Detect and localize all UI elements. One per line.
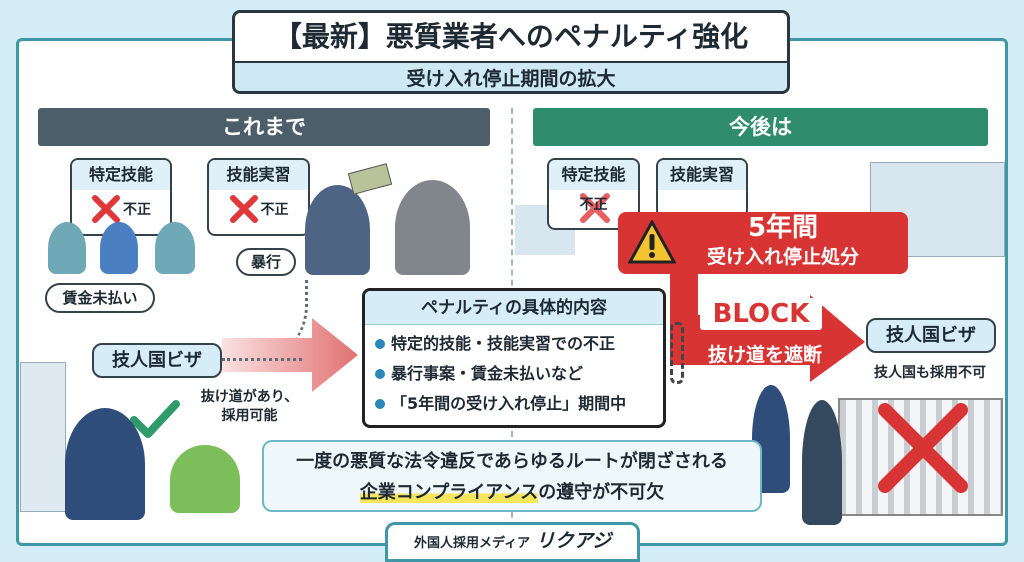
before-card-technical-intern: 技能実習 不正 (207, 158, 310, 236)
highlight-text: 企業コンプライアンス (359, 482, 539, 503)
bullet-icon (375, 339, 385, 349)
card-title: 技能実習 (658, 160, 746, 190)
recruiter-illustration (65, 408, 145, 520)
after-visa-bubble: 技人国ビザ (866, 318, 996, 353)
after-card-technical-intern: 技能実習 (656, 158, 748, 218)
key-message-box: 一度の悪質な法令違反であらゆるルートが閉ざされる 企業コンプライアンスの遵守が不… (262, 440, 762, 512)
employer-illustration (395, 180, 470, 275)
worker-illustration (802, 400, 842, 525)
before-card-specified-skill: 特定技能 不正 (70, 158, 172, 236)
chain-icon (670, 322, 684, 384)
violence-bubble: 暴行 (236, 248, 296, 276)
flow-arrow-icon (222, 318, 358, 392)
loophole-note-line: 採用可能 (221, 408, 278, 424)
check-icon (130, 400, 180, 438)
x-icon (878, 403, 968, 493)
footer-brand: 外国人採用メディア リクアジ (385, 522, 640, 562)
suspension-banner: 5年間 受け入れ停止処分 (618, 212, 908, 274)
message-line-2: 企業コンプライアンスの遵守が不可欠 (264, 478, 760, 508)
message-line-2-rest: の遵守が不可欠 (538, 482, 665, 503)
worker-illustration (155, 222, 195, 274)
x-icon (580, 193, 610, 223)
card-status: 不正 (123, 202, 151, 218)
bullet-icon (375, 369, 385, 379)
cloud (915, 72, 985, 90)
tree-illustration (170, 445, 240, 513)
penalty-item: 「5年間の受け入れ停止」期間中 (365, 389, 663, 419)
employer-illustration (305, 185, 370, 275)
card-title: 特定技能 (549, 160, 638, 190)
after-header: 今後は (533, 108, 988, 146)
penalty-item: 暴行事案・賃金未払いなど (365, 359, 663, 389)
loophole-note-line: 抜け道があり、 (200, 389, 299, 405)
before-visa-bubble: 技人国ビザ (92, 343, 222, 378)
visa-not-allowed-note: 技人国も採用不可 (874, 365, 986, 381)
brand-logo: リクアジ (535, 530, 611, 552)
loophole-note: 抜け道があり、 採用可能 (192, 388, 307, 426)
cloud (845, 62, 905, 80)
message-line-1: 一度の悪質な法令違反であらゆるルートが閉ざされる (296, 451, 728, 472)
title-box: 【最新】悪質業者へのペナルティ強化 受け入れ停止期間の拡大 (232, 10, 790, 94)
card-status: 不正 (260, 202, 289, 218)
before-header: これまで (38, 108, 490, 146)
card-title: 特定技能 (72, 160, 170, 190)
card-status: 不正 (579, 197, 608, 213)
banner-text: 受け入れ停止処分 (706, 246, 859, 268)
worker-illustration (100, 222, 138, 274)
banner-years: 5年間 (747, 213, 819, 243)
x-icon (229, 195, 258, 223)
page-title: 【最新】悪質業者へのペナルティ強化 (273, 20, 749, 53)
worker-illustration (48, 222, 86, 274)
block-text: 抜け道を遮断 (707, 344, 822, 366)
page-subtitle: 受け入れ停止期間の拡大 (235, 61, 787, 91)
card-title: 技能実習 (209, 160, 308, 190)
cloud (120, 62, 210, 80)
cloud (40, 70, 110, 88)
building-illustration (20, 362, 66, 512)
bullet-icon (375, 399, 385, 409)
footer-media: 外国人採用メディア (414, 536, 531, 551)
penalty-title: ペナルティの具体的内容 (365, 291, 663, 325)
x-icon (92, 195, 120, 223)
penalty-box: ペナルティの具体的内容 特定的技能・技能実習での不正 暴行事案・賃金未払いなど … (362, 288, 666, 428)
wages-bubble: 賃金未払い (45, 283, 155, 313)
dotted-path (222, 358, 302, 361)
warning-icon (628, 220, 676, 264)
block-label: BLOCK (700, 298, 822, 330)
penalty-item: 特定的技能・技能実習での不正 (365, 329, 663, 359)
